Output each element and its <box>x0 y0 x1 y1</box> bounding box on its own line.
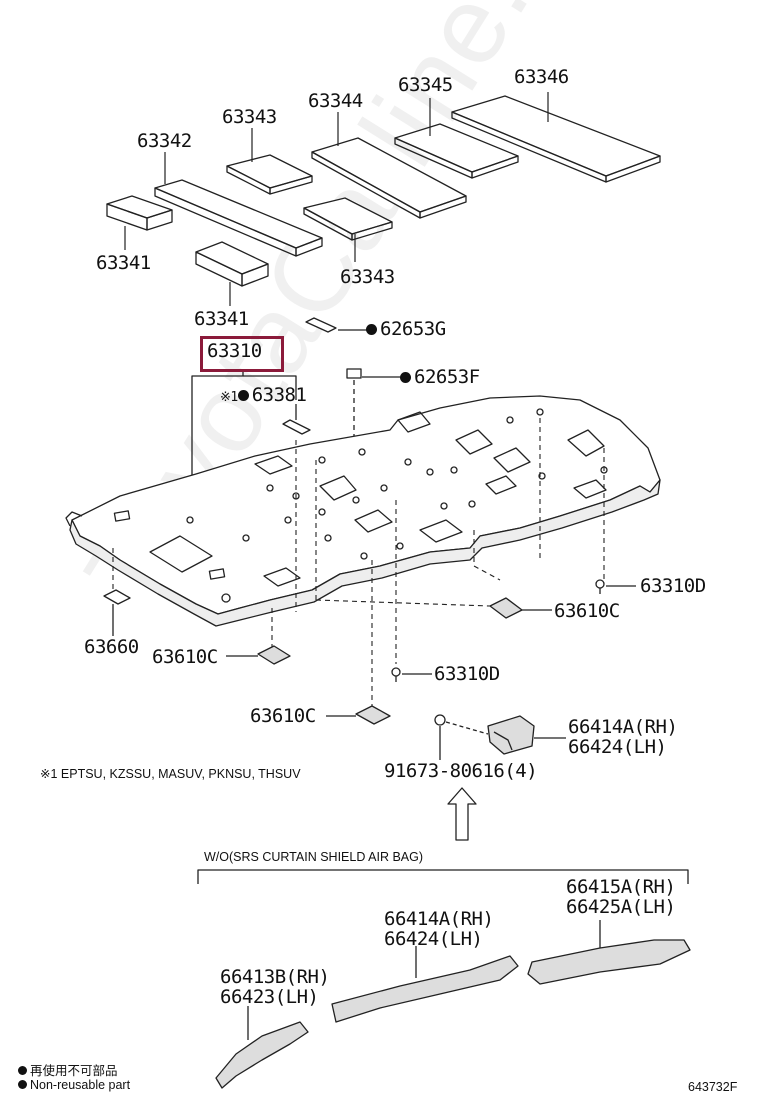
label-63610C-right: 63610C <box>554 600 620 622</box>
figure-id: 643732F <box>688 1080 738 1094</box>
note-mark: ※1 <box>220 390 238 405</box>
condition-note: W/O(SRS CURTAIN SHIELD AIR BAG) <box>204 850 424 864</box>
label-66414A-RH-top: 66414A(RH) <box>568 716 678 738</box>
clip-62653G <box>305 317 368 333</box>
label-62653G-text: 62653G <box>380 318 446 340</box>
legend-en-text: Non-reusable part <box>30 1078 131 1092</box>
label-62653F-text: 62653F <box>414 366 480 388</box>
label-63310[interactable]: 63310 <box>207 340 262 362</box>
bracket-66415A <box>527 920 691 985</box>
label-66423-LH: 66423(LH) <box>220 986 319 1008</box>
label-63310D-right: 63310D <box>640 575 706 597</box>
non-reusable-dot-icon <box>400 372 411 383</box>
label-63341-left: 63341 <box>96 252 151 274</box>
legend-english: Non-reusable part <box>18 1078 130 1092</box>
label-63343-bottom: 63343 <box>340 266 395 288</box>
label-66415A-RH: 66415A(RH) <box>566 876 676 898</box>
label-63341-bottom: 63341 <box>194 308 249 330</box>
label-66414A-RH-bottom: 66414A(RH) <box>384 908 494 930</box>
legend-japanese: 再使用不可部品 <box>18 1060 118 1079</box>
label-63610C-left: 63610C <box>152 646 218 668</box>
screw-63310D-mid <box>391 667 432 682</box>
label-63344: 63344 <box>308 90 363 112</box>
headliner-63310 <box>65 395 661 627</box>
label-63346: 63346 <box>514 66 569 88</box>
non-reusable-dot-icon <box>237 390 249 401</box>
pad-63345 <box>394 123 519 179</box>
non-reusable-dot-icon <box>366 324 377 335</box>
highlight-box <box>200 336 284 372</box>
bracket-66413B <box>215 1006 309 1089</box>
sunvisor-holder-63610C-right <box>489 597 552 619</box>
pad-63341-bottom <box>195 241 269 287</box>
label-62653G: 62653G <box>366 318 446 340</box>
label-63381: ※1 63381 <box>220 384 307 406</box>
label-63345: 63345 <box>398 74 453 96</box>
label-91673: 91673-80616(4) <box>384 760 538 782</box>
label-66425A-LH: 66425A(LH) <box>566 896 676 918</box>
pad-63346 <box>451 95 661 183</box>
pad-63341-left <box>106 195 173 231</box>
legend-dot-icon <box>18 1080 27 1089</box>
label-63310D-mid: 63310D <box>434 663 500 685</box>
label-63342: 63342 <box>137 130 192 152</box>
legend-dot-icon <box>18 1066 27 1075</box>
legend-jp-text: 再使用不可部品 <box>30 1064 118 1078</box>
label-66413B-RH: 66413B(RH) <box>220 966 330 988</box>
label-63660: 63660 <box>84 636 139 658</box>
footnote-1: ※1 EPTSU, KZSSU, MASUV, PKNSU, THSUV <box>40 767 301 781</box>
label-62653F: 62653F <box>400 366 480 388</box>
sunvisor-holder-63610C-bottom <box>326 705 391 725</box>
label-66424-LH-bottom: 66424(LH) <box>384 928 483 950</box>
sunvisor-holder-63610C-left <box>226 645 291 665</box>
label-63381-text: 63381 <box>251 384 307 406</box>
label-63610C-bottom: 63610C <box>250 705 316 727</box>
label-63343-top: 63343 <box>222 106 277 128</box>
bolt-91673 <box>434 714 489 760</box>
screw-63310D-right <box>595 579 636 594</box>
arrow-up-icon <box>447 787 477 841</box>
bracket-66414A-lower <box>331 946 519 1023</box>
pad-63343-top <box>226 154 313 195</box>
pad-63342 <box>154 179 323 257</box>
bracket-66414A <box>487 715 566 755</box>
clip-63660 <box>103 589 131 636</box>
clip-63381 <box>282 404 311 435</box>
label-66424-LH-top: 66424(LH) <box>568 736 667 758</box>
pad-63344 <box>311 137 467 219</box>
pad-63343-bottom <box>303 197 393 241</box>
